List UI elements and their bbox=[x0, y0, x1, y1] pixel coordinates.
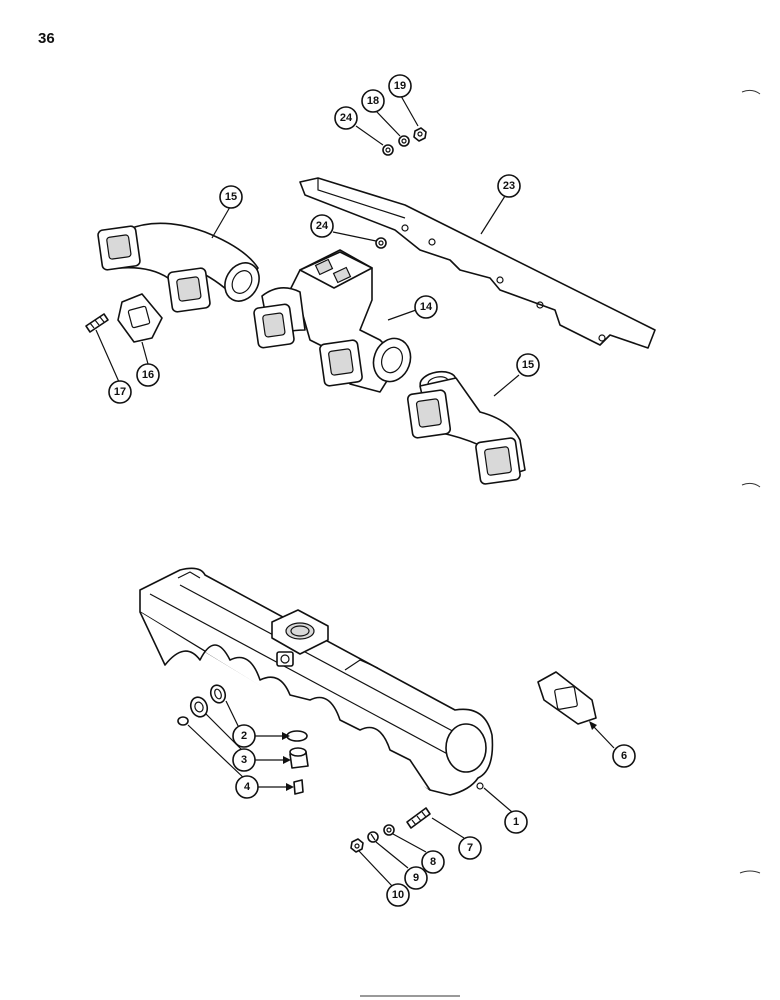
lockwasher-18 bbox=[398, 135, 410, 147]
exhaust-manifold-1 bbox=[139, 567, 494, 796]
nut-19 bbox=[413, 127, 427, 142]
plug-4 bbox=[177, 716, 189, 726]
fitting-3 bbox=[289, 747, 309, 769]
callout-6: 6 bbox=[612, 744, 636, 768]
leader-lines bbox=[95, 95, 615, 888]
gasket-16 bbox=[117, 293, 163, 343]
callout-15-left: 15 bbox=[219, 185, 243, 209]
callout-10: 10 bbox=[386, 883, 410, 907]
washer-24-middle bbox=[375, 237, 387, 249]
svg-text:15: 15 bbox=[225, 191, 237, 203]
svg-text:9: 9 bbox=[413, 872, 419, 884]
svg-text:16: 16 bbox=[142, 369, 154, 381]
svg-text:19: 19 bbox=[394, 80, 406, 92]
callout-2: 2 bbox=[232, 724, 256, 748]
washer-8 bbox=[383, 824, 395, 836]
svg-text:2: 2 bbox=[241, 730, 247, 742]
callout-14: 14 bbox=[414, 295, 438, 319]
callout-15-right: 15 bbox=[516, 353, 540, 377]
callout-23: 23 bbox=[497, 174, 521, 198]
svg-text:8: 8 bbox=[430, 856, 436, 868]
svg-text:10: 10 bbox=[392, 889, 404, 901]
svg-text:18: 18 bbox=[367, 95, 379, 107]
svg-text:4: 4 bbox=[244, 781, 251, 793]
fitting-4 bbox=[293, 779, 304, 795]
svg-text:6: 6 bbox=[621, 750, 627, 762]
stud-17 bbox=[85, 313, 109, 333]
manifold-section-15-left bbox=[97, 222, 260, 313]
callout-19: 19 bbox=[388, 74, 412, 98]
callout-1: 1 bbox=[504, 810, 528, 834]
svg-text:24: 24 bbox=[340, 112, 353, 124]
washer-24-top bbox=[382, 144, 394, 156]
callout-16: 16 bbox=[136, 363, 160, 387]
callout-7: 7 bbox=[458, 836, 482, 860]
svg-text:7: 7 bbox=[467, 842, 473, 854]
callout-9: 9 bbox=[404, 866, 428, 890]
svg-text:14: 14 bbox=[420, 301, 433, 313]
lockwasher-9 bbox=[367, 831, 379, 843]
plug-2 bbox=[209, 684, 227, 704]
page-number: 36 bbox=[38, 30, 55, 47]
gasket-6 bbox=[537, 671, 597, 725]
margin-marks bbox=[360, 89, 761, 997]
callout-18: 18 bbox=[361, 89, 385, 113]
callout-17: 17 bbox=[108, 380, 132, 404]
svg-text:17: 17 bbox=[114, 386, 126, 398]
svg-text:23: 23 bbox=[503, 180, 515, 192]
manifold-section-14-center bbox=[253, 249, 412, 393]
callout-8: 8 bbox=[421, 850, 445, 874]
svg-text:15: 15 bbox=[522, 359, 534, 371]
nut-10 bbox=[350, 838, 364, 853]
svg-text:3: 3 bbox=[241, 754, 247, 766]
heat-shield-23 bbox=[299, 177, 656, 349]
callout-24-middle: 24 bbox=[310, 214, 334, 238]
callout-4: 4 bbox=[235, 775, 259, 799]
plug-3 bbox=[189, 696, 209, 718]
stud-7 bbox=[406, 807, 431, 829]
callout-24-top: 24 bbox=[334, 106, 358, 130]
svg-text:24: 24 bbox=[316, 220, 329, 232]
callout-3: 3 bbox=[232, 748, 256, 772]
manifold-section-15-right bbox=[406, 370, 526, 485]
svg-text:1: 1 bbox=[513, 816, 519, 828]
